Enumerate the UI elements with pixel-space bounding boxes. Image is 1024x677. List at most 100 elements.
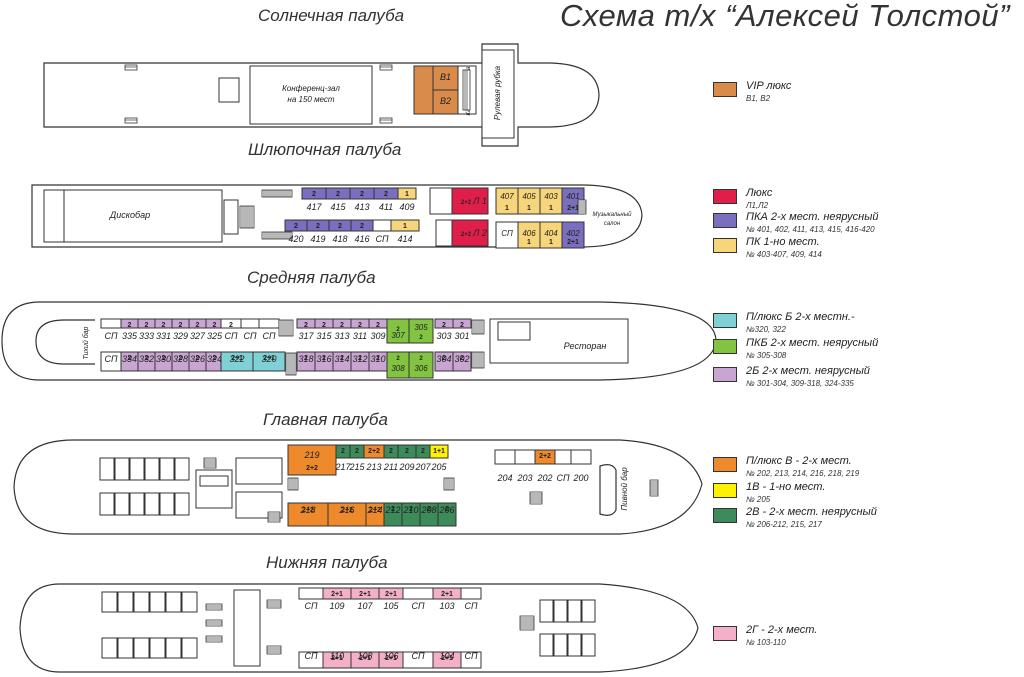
cabin-number: 401 xyxy=(566,192,579,201)
storage-room xyxy=(133,637,150,659)
main-deck-hull xyxy=(13,439,703,535)
cabin-seats: 1 xyxy=(527,239,531,246)
cabin-seats: 2+1 xyxy=(385,655,397,662)
stairs xyxy=(462,69,471,111)
cabin-seats: 2+1 xyxy=(359,591,371,598)
cabin-number: СП xyxy=(304,601,317,611)
conference-label: Конференц-зал xyxy=(282,84,340,93)
stairs-frame xyxy=(203,457,217,469)
stairs-frame xyxy=(285,352,297,376)
stairs-frame xyxy=(267,511,281,523)
cabin-seats: 2 xyxy=(128,355,132,362)
utility-room xyxy=(159,457,175,481)
cabin xyxy=(460,587,482,600)
cabin-number: СП xyxy=(104,331,117,341)
cabin-number: СП xyxy=(411,651,424,661)
cabin-number: 303 xyxy=(436,331,451,341)
stairs xyxy=(471,319,485,335)
cabin-seats: 2+1 xyxy=(331,591,343,598)
stairs xyxy=(205,603,223,611)
lower-deck-title: Нижняя палуба xyxy=(266,553,388,572)
cabin-seats: 2 xyxy=(145,355,149,362)
stairs-frame xyxy=(379,64,393,71)
cabin-seats: 2 xyxy=(419,356,423,362)
cabin xyxy=(402,587,434,600)
legend-name: 1В - 1-но мест. xyxy=(746,481,826,493)
cabin-number: 217 xyxy=(334,462,351,472)
cabin-seats: 2 xyxy=(358,355,362,362)
legend-note: № 305-308 xyxy=(746,351,787,360)
wheelhouse xyxy=(481,49,515,139)
cabin-number: 310 xyxy=(370,354,385,364)
cabin-number: СП xyxy=(224,331,237,341)
cabin-seats: 2 xyxy=(376,322,380,329)
stairs-frame xyxy=(519,615,535,631)
cabin-number: 109 xyxy=(329,601,344,611)
music-salon-label: Музыкальный xyxy=(593,211,633,218)
cabin-seats: 2 xyxy=(128,322,132,329)
boat-corridor-cell xyxy=(435,219,453,247)
legend-swatch xyxy=(713,313,737,328)
stairs xyxy=(266,599,282,609)
cabin-number: 313 xyxy=(334,331,349,341)
cabin-seats: 2+1 xyxy=(263,355,275,362)
utility-room xyxy=(174,492,190,516)
storage-room xyxy=(181,591,198,613)
cabin-seats: 2 xyxy=(460,322,464,329)
cabin-number: СП xyxy=(262,331,275,341)
storage-room xyxy=(553,633,568,657)
restaurant-counter xyxy=(497,321,531,341)
cabin-number: СП xyxy=(304,651,317,661)
cabin-number: 311 xyxy=(353,331,367,341)
discobar-label: Дискобар xyxy=(109,210,150,220)
cabin xyxy=(429,444,449,459)
cabin xyxy=(554,449,572,465)
cabin-number: 411 xyxy=(379,202,393,212)
cabin-seats: 2 xyxy=(384,191,388,198)
cabin-number: 404 xyxy=(544,229,558,238)
cabin-seats: 2 xyxy=(213,355,217,362)
cabin-seats: 2 xyxy=(341,448,345,455)
legend-swatch xyxy=(713,339,737,354)
cabin xyxy=(494,449,516,465)
legend-note: В1, В2 xyxy=(746,94,771,103)
legend-note: № 206-212, 215, 217 xyxy=(746,520,822,529)
utility-room xyxy=(159,492,175,516)
cabin-number: 216 xyxy=(338,505,354,515)
cabin-number: 304 xyxy=(436,354,451,364)
cabin-number: 402 xyxy=(566,229,580,238)
cabin-number: 301 xyxy=(454,331,469,341)
stairs-frame xyxy=(124,117,138,124)
cabin-number: 200 xyxy=(572,473,588,483)
legend-name: VIP люкс xyxy=(746,80,792,92)
legend-name: 2В - 2-х мест. неярусный xyxy=(746,506,877,518)
legend-name: П/люкс В - 2-х мест. xyxy=(746,455,852,467)
cabin-number: СП xyxy=(464,601,477,611)
stairs-frame xyxy=(278,319,294,337)
cabin-number: 318 xyxy=(298,354,313,364)
cabin xyxy=(452,318,472,329)
cabin-seats: 2+2 xyxy=(461,232,472,238)
stairs xyxy=(379,64,393,71)
service-room xyxy=(235,457,283,485)
cabin-number: 409 xyxy=(399,202,414,212)
cabin-seats: 2+1 xyxy=(567,239,579,246)
storage-room xyxy=(567,599,582,623)
cabin-number: B2 xyxy=(440,96,451,106)
cabin xyxy=(452,351,472,372)
cabin-number: 328 xyxy=(173,354,188,364)
cabin-seats: 2 xyxy=(316,223,320,230)
cabin-seats: 2 xyxy=(179,322,183,329)
utility-room xyxy=(144,457,160,481)
cabin-seats: 2+1 xyxy=(441,591,453,598)
cabin-number: 420 xyxy=(288,234,303,244)
cabin-seats: 2 xyxy=(340,355,344,362)
storage-room xyxy=(149,591,166,613)
cabin-number: СП xyxy=(243,331,256,341)
cabin-number: 326 xyxy=(190,354,205,364)
storage-room xyxy=(117,637,134,659)
stairs xyxy=(379,117,393,124)
cabin-seats: 2 xyxy=(304,322,308,329)
stairs xyxy=(287,477,299,491)
cabin-seats: 2+2 xyxy=(306,465,318,472)
